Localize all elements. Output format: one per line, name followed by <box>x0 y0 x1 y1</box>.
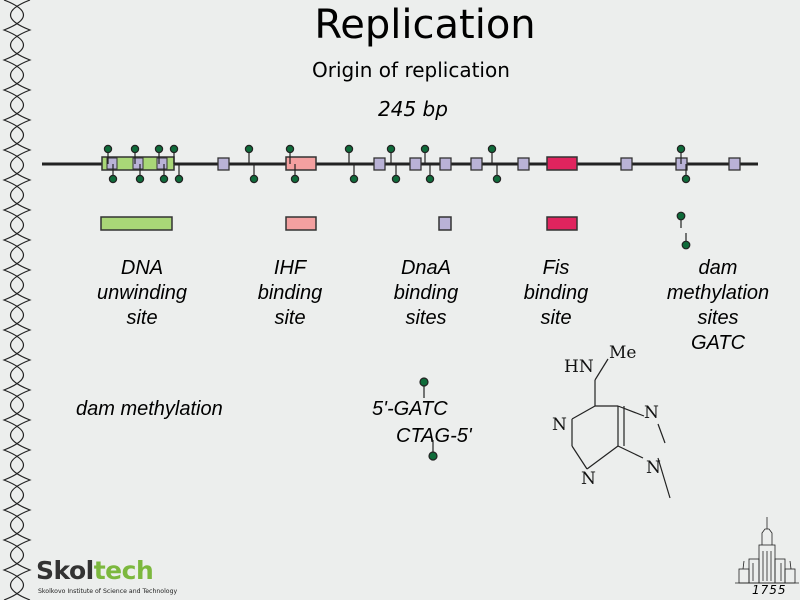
methylation-site-marker <box>676 144 691 184</box>
dnaa-binding-site <box>517 157 530 171</box>
methyladenine-structure: HN Me N N N N <box>552 343 671 499</box>
slide-subtitle: Origin of replication <box>312 58 510 82</box>
methylation-site-marker <box>285 144 300 184</box>
ihf-binding-site <box>285 156 317 171</box>
n7-label: N <box>644 403 659 423</box>
skoltech-logo: Skoltech <box>36 556 154 585</box>
dnaa-site-small <box>156 157 168 170</box>
methylation-site-marker <box>244 144 259 184</box>
gatc-sequence-top: 5'-GATC <box>372 398 448 420</box>
dnaa-binding-site <box>217 157 230 171</box>
slide-title: Replication <box>314 2 536 48</box>
logo-tagline: Skolkovo Institute of Science and Techno… <box>38 588 178 595</box>
origin-map <box>42 144 758 250</box>
logo-sko: Skol <box>36 556 94 585</box>
n9-label: N <box>646 458 661 478</box>
sequence-length-label: 245 bp <box>378 97 448 121</box>
methylation-site-marker <box>154 144 169 184</box>
legend-swatch-fis <box>546 216 578 231</box>
ctag-sequence-bottom: CTAG-5' <box>396 425 472 447</box>
methylation-site-marker <box>487 144 502 184</box>
methylation-site-marker <box>169 144 184 184</box>
hn-label: HN <box>564 357 594 377</box>
dnaa-binding-site <box>728 157 741 171</box>
n3-label: N <box>581 469 596 489</box>
dnaa-binding-site <box>620 157 633 171</box>
legend-swatch-dam <box>676 211 691 250</box>
methylation-site-marker <box>103 144 118 184</box>
dnaa-binding-site <box>409 157 422 171</box>
logo-tech: tech <box>93 556 154 585</box>
dna-helix-border <box>2 0 32 600</box>
methylation-site-marker <box>130 144 145 184</box>
university-building-icon <box>735 517 799 584</box>
dnaa-site-small <box>106 157 118 170</box>
footer-year: 1755 <box>752 583 787 597</box>
methylation-site-marker <box>420 144 435 184</box>
n1-label: N <box>552 415 567 435</box>
methylation-site-marker <box>344 144 359 184</box>
fis-binding-site <box>546 156 578 171</box>
dam-methylation-label: dam methylation <box>76 398 223 420</box>
me-label: Me <box>609 343 636 363</box>
legend-swatch-ihf <box>285 216 317 231</box>
gatc-methylation-marks <box>419 377 438 461</box>
dnaa-binding-site <box>470 157 483 171</box>
legend-swatch-dna-unwinding <box>100 216 173 231</box>
dnaa-binding-site <box>373 157 386 171</box>
dnaa-site-small <box>132 157 144 170</box>
dnaa-binding-site <box>439 157 452 171</box>
methylation-site-marker <box>386 144 401 184</box>
legend-swatch-dnaa <box>438 216 452 231</box>
